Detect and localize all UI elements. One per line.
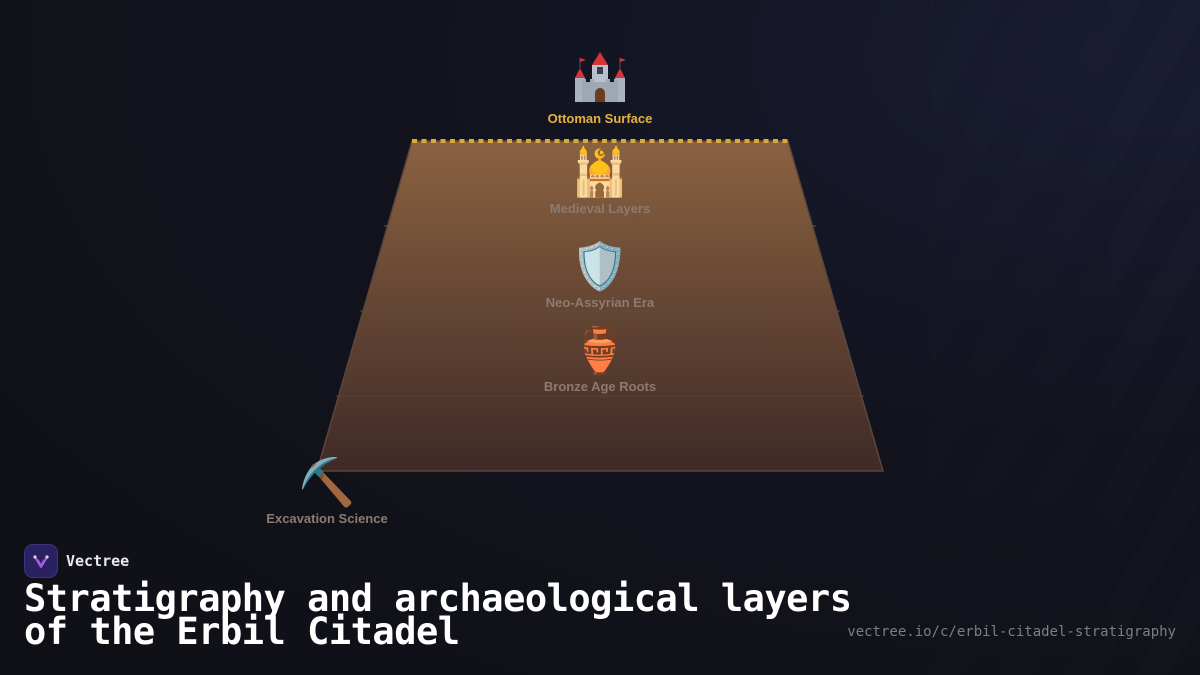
layer-label: Neo-Assyrian Era — [545, 295, 655, 310]
brand-name: Vectree — [66, 552, 130, 570]
amphora-icon: 🏺 — [571, 323, 629, 377]
layer-neo-assyrian[interactable]: 🛡️ Neo-Assyrian Era — [490, 239, 710, 310]
layer-label: Ottoman Surface — [547, 111, 653, 126]
page-url[interactable]: vectree.io/c/erbil-citadel-stratigraphy — [847, 624, 1176, 640]
mosque-icon: 🕌 — [571, 145, 629, 199]
pick-icon: ⛏️ — [298, 455, 356, 509]
layer-medieval[interactable]: 🕌 Medieval Layers — [490, 145, 710, 216]
method-excavation-science[interactable]: ⛏️ Excavation Science — [217, 455, 437, 526]
castle-icon — [572, 52, 628, 108]
layer-ottoman-surface[interactable]: Ottoman Surface — [490, 50, 710, 126]
method-label: Excavation Science — [266, 511, 388, 526]
vectree-logo-icon — [24, 544, 58, 578]
page-title: Stratigraphy and archaeological layers o… — [24, 577, 852, 653]
shield-icon: 🛡️ — [571, 239, 629, 293]
layer-label: Bronze Age Roots — [543, 379, 657, 394]
brand[interactable]: Vectree — [24, 544, 129, 578]
layer-label: Medieval Layers — [549, 201, 651, 216]
layer-bronze-age[interactable]: 🏺 Bronze Age Roots — [490, 323, 710, 394]
